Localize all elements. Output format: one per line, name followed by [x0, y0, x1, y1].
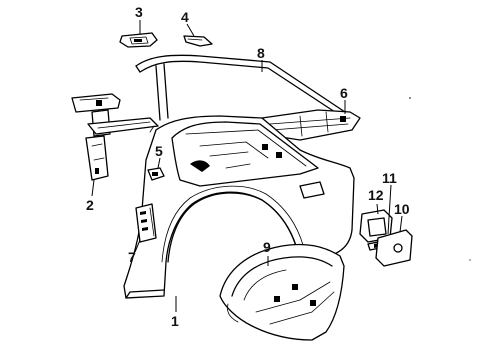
- part-2-pillar-panel: [71, 93, 159, 181]
- callout-5: 5: [155, 143, 163, 159]
- part-3-clip: [119, 32, 158, 48]
- part-5-clip: [147, 167, 165, 181]
- speck: [409, 97, 411, 99]
- part-9-wheelhouse-liner: [219, 243, 345, 341]
- callout-2: 2: [86, 197, 94, 213]
- callout-10: 10: [394, 201, 410, 217]
- part-4-bracket: [183, 35, 213, 47]
- callout-11: 11: [382, 170, 397, 186]
- callout-9: 9: [263, 239, 271, 255]
- callout-8: 8: [257, 45, 265, 61]
- part-10-fuel-door: [375, 229, 413, 267]
- callout-3: 3: [135, 4, 143, 20]
- callout-12: 12: [368, 187, 384, 203]
- part-7-vent-bracket: [135, 203, 157, 243]
- callout-7: 7: [128, 249, 136, 265]
- part-1-quarter-panel: [123, 115, 355, 299]
- leader-lines: [91, 20, 403, 312]
- callout-4: 4: [181, 9, 189, 25]
- speck: [469, 259, 471, 261]
- part-8-roof-rail: [135, 54, 346, 121]
- callout-1: 1: [171, 313, 179, 329]
- callout-6: 6: [340, 85, 348, 101]
